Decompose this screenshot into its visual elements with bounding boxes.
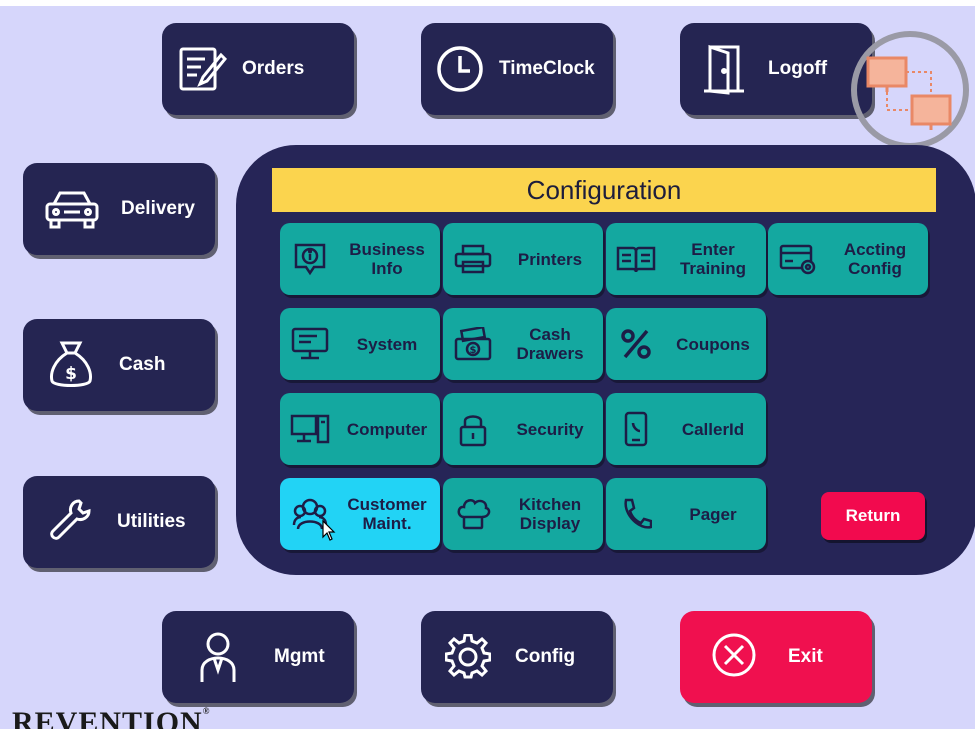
security-line1: Security	[516, 419, 584, 439]
logoff-label: Logoff	[768, 58, 828, 79]
accting-config-line1: Accting	[843, 240, 907, 259]
enter-training-line1: Enter	[691, 240, 735, 259]
manager-icon	[162, 630, 274, 684]
door-icon	[680, 43, 768, 95]
printer-icon	[443, 244, 503, 274]
enter-training-line2: Training	[679, 259, 747, 278]
lock-icon	[443, 411, 503, 447]
top-edge	[0, 0, 975, 6]
cash-label: Cash	[119, 354, 166, 375]
computer-icon	[280, 413, 340, 445]
close-circle-icon	[680, 633, 788, 681]
book-icon	[606, 244, 666, 274]
users-icon	[280, 497, 340, 531]
clock-icon	[421, 44, 499, 94]
logoff-button[interactable]: Logoff	[680, 23, 872, 115]
printers-tile[interactable]: Printers	[443, 223, 603, 295]
business-info-line1: Business	[349, 240, 425, 259]
info-bubble-icon	[280, 241, 340, 277]
orders-button[interactable]: Orders	[162, 23, 354, 115]
mouse-cursor-icon	[322, 520, 336, 541]
exit-button[interactable]: Exit	[680, 611, 872, 703]
exit-label: Exit	[788, 646, 823, 667]
timeclock-button[interactable]: TimeClock	[421, 23, 613, 115]
computer-tile[interactable]: Computer	[280, 393, 440, 465]
car-icon	[23, 188, 121, 230]
network-status-icon[interactable]	[850, 30, 970, 150]
monitor-icon	[280, 327, 340, 361]
revention-logo: REVENTION®	[12, 706, 210, 729]
money-bag-icon: $	[23, 339, 119, 391]
computer-line1: Computer	[346, 419, 428, 439]
timeclock-label: TimeClock	[499, 58, 595, 79]
config-button[interactable]: Config	[421, 611, 613, 703]
wrench-icon	[23, 497, 117, 547]
phone-device-icon	[606, 411, 666, 447]
callerid-tile[interactable]: CallerId	[606, 393, 766, 465]
business-info-line2: Info	[371, 259, 403, 278]
utilities-label: Utilities	[117, 511, 186, 532]
chef-hat-icon	[443, 497, 503, 531]
logo-mark: ®	[202, 706, 211, 716]
return-button[interactable]: Return	[821, 492, 925, 540]
delivery-label: Delivery	[121, 198, 195, 219]
kitchen-display-line1: Kitchen	[518, 495, 582, 514]
customer-maint-line2: Maint.	[362, 514, 412, 533]
percent-icon	[606, 327, 666, 361]
card-gear-icon	[768, 243, 828, 275]
coupons-line1: Coupons	[676, 334, 750, 354]
customer-maint-line1: Customer	[347, 495, 427, 514]
cash-drawer-icon: $	[443, 327, 503, 361]
phone-icon	[606, 497, 666, 531]
config-label: Config	[515, 646, 576, 667]
cash-button[interactable]: $ Cash	[23, 319, 215, 411]
utilities-button[interactable]: Utilities	[23, 476, 215, 568]
cash-drawers-line1: Cash	[529, 325, 571, 344]
pager-tile[interactable]: Pager	[606, 478, 766, 550]
orders-icon	[162, 45, 242, 93]
callerid-line1: CallerId	[681, 419, 745, 439]
security-tile[interactable]: Security	[443, 393, 603, 465]
accting-config-line2: Config	[848, 259, 902, 278]
configuration-title: Configuration	[272, 168, 936, 212]
mgmt-button[interactable]: Mgmt	[162, 611, 354, 703]
svg-text:$: $	[470, 345, 477, 356]
printers-line1: Printers	[517, 249, 583, 269]
mgmt-label: Mgmt	[274, 646, 325, 667]
svg-text:$: $	[65, 364, 77, 384]
orders-label: Orders	[242, 58, 305, 79]
kitchen-display-line2: Display	[519, 514, 581, 533]
gear-icon	[421, 634, 515, 680]
coupons-tile[interactable]: Coupons	[606, 308, 766, 380]
delivery-button[interactable]: Delivery	[23, 163, 215, 255]
system-line1: System	[356, 334, 418, 354]
system-tile[interactable]: System	[280, 308, 440, 380]
cash-drawers-line2: Drawers	[516, 344, 584, 363]
logo-text: REVENTION	[12, 706, 203, 729]
pager-line1: Pager	[689, 504, 737, 524]
